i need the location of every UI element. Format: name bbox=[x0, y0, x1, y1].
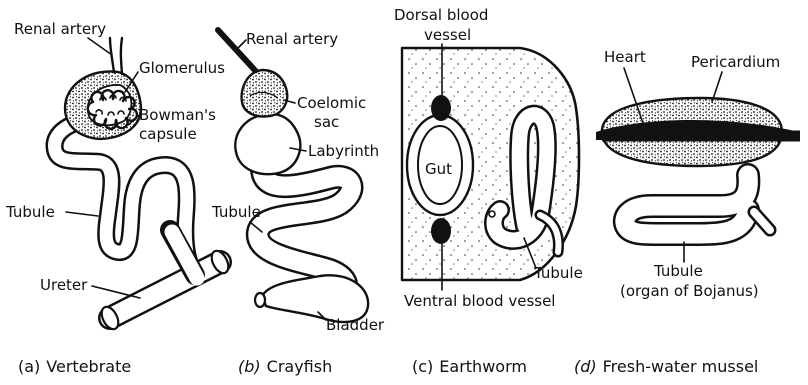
label-coelomic: Coelomic bbox=[297, 94, 366, 112]
label-tubule: Tubule bbox=[5, 203, 55, 221]
leader-ureter bbox=[92, 286, 140, 298]
label-ventral-blood-vessel: Ventral blood vessel bbox=[404, 292, 555, 310]
earthworm-ventral-blood-vessel bbox=[431, 218, 451, 244]
crayfish-bladder bbox=[255, 275, 368, 322]
crayfish-coelomic-sac bbox=[242, 70, 288, 116]
label-labyrinth: Labyrinth bbox=[308, 142, 379, 160]
panel-earthworm: Dorsal blood vessel Gut Tubule Ventral b… bbox=[394, 6, 583, 376]
caption-earthworm: (c)Earthworm bbox=[412, 357, 527, 376]
label-bowmans: Bowman's bbox=[139, 106, 216, 124]
caption-crayfish: (b)Crayfish bbox=[238, 357, 332, 376]
label-capsule: capsule bbox=[139, 125, 197, 143]
leader-renal-artery bbox=[88, 38, 112, 55]
label-ureter: Ureter bbox=[40, 276, 88, 294]
label-renal-artery: Renal artery bbox=[246, 30, 338, 48]
label-renal-artery: Renal artery bbox=[14, 20, 106, 38]
label-tubule: Tubule bbox=[211, 203, 261, 221]
earthworm-dorsal-blood-vessel bbox=[431, 95, 451, 121]
label-dorsal-blood: Dorsal blood bbox=[394, 6, 488, 24]
vertebrate-bowmans-capsule bbox=[65, 71, 141, 138]
label-heart: Heart bbox=[604, 48, 646, 66]
caption-vertebrate: (a)Vertebrate bbox=[18, 357, 131, 376]
crayfish-labyrinth bbox=[235, 114, 300, 174]
label-sac: sac bbox=[314, 113, 339, 131]
label-glomerulus: Glomerulus bbox=[139, 59, 225, 77]
label-gut: Gut bbox=[425, 160, 452, 178]
label-tubule: Tubule bbox=[533, 264, 583, 282]
label-tubule: Tubule bbox=[653, 262, 703, 280]
panel-mussel: Heart Pericardium Tubule (organ of Bojan… bbox=[574, 48, 800, 376]
leader-renal-artery bbox=[238, 40, 246, 48]
label-pericardium: Pericardium bbox=[691, 53, 780, 71]
label-vessel: vessel bbox=[424, 26, 471, 44]
panel-vertebrate: Renal artery Glomerulus Bowman's capsule… bbox=[5, 20, 232, 376]
leader-tubule bbox=[66, 212, 98, 216]
label-bladder: Bladder bbox=[326, 316, 385, 334]
caption-mussel: (d)Fresh-water mussel bbox=[574, 357, 758, 376]
panel-crayfish: Renal artery Coelomic sac Labyrinth Tubu… bbox=[211, 30, 385, 376]
mussel-tubule bbox=[625, 175, 770, 234]
label-organ-of-bojanus: (organ of Bojanus) bbox=[620, 282, 759, 300]
